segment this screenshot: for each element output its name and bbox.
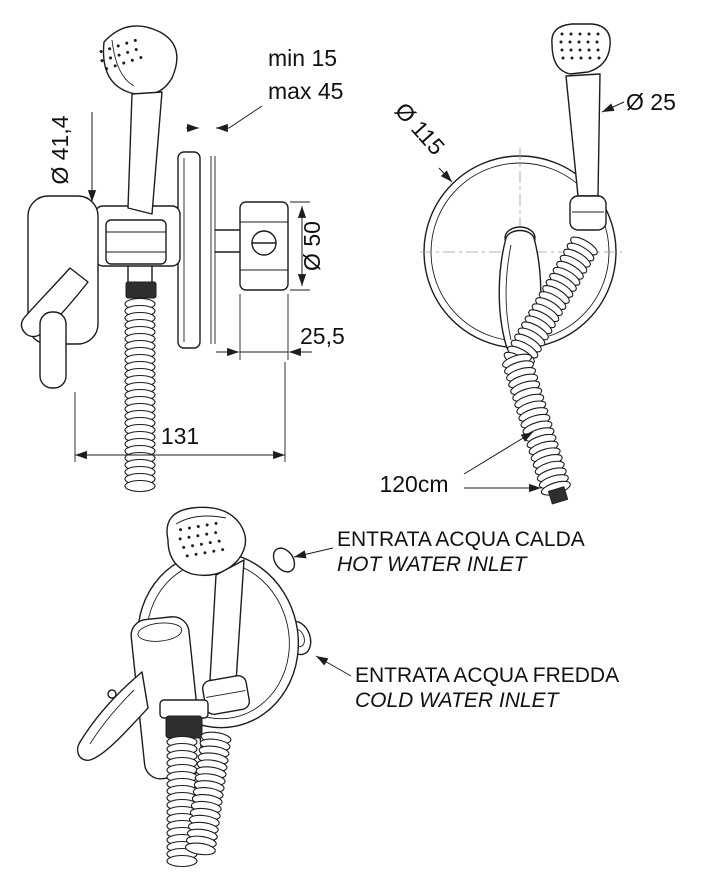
cold-water-label-en: COLD WATER INLET bbox=[355, 689, 561, 712]
dim-offset: 25,5 bbox=[216, 294, 345, 360]
cold-water-label: ENTRATA ACQUA FREDDA COLD WATER INLET bbox=[315, 655, 619, 712]
dim-body-diameter-text: Ø 41,4 bbox=[47, 115, 73, 184]
hex-nut bbox=[105, 219, 167, 265]
dim-hose-length: 120cm bbox=[379, 431, 541, 497]
perspective-view: ENTRATA ACQUA CALDA HOT WATER INLET ENTR… bbox=[76, 506, 619, 868]
dim-plate-diameter: Ø 115 bbox=[390, 97, 453, 183]
mixer-lever bbox=[76, 671, 149, 761]
hose-end-ferrule bbox=[547, 486, 569, 505]
hose-coil-lower bbox=[501, 351, 574, 505]
hand-shower-side bbox=[99, 25, 178, 215]
dim-wall-max-text: max 45 bbox=[268, 78, 343, 104]
dim-offset-text: 25,5 bbox=[300, 323, 345, 349]
hand-shower-front bbox=[551, 23, 611, 231]
dim-hose-length-text: 120cm bbox=[379, 471, 448, 497]
mixer-body-side bbox=[94, 205, 181, 267]
hot-water-label-it: ENTRATA ACQUA CALDA bbox=[337, 528, 585, 551]
dim-holder-diameter-text: Ø 50 bbox=[299, 221, 325, 271]
hose-coil bbox=[124, 299, 156, 493]
hand-shower-head bbox=[102, 25, 178, 96]
hand-shower-head bbox=[166, 506, 247, 577]
spray-face-line bbox=[111, 39, 135, 87]
body-screw bbox=[107, 689, 117, 699]
hose-nut-dark bbox=[125, 281, 157, 299]
dim-width-text: 131 bbox=[161, 423, 199, 449]
lever-grip bbox=[39, 311, 67, 389]
dim-holder-diameter: Ø 50 bbox=[290, 201, 325, 291]
hot-water-inlet-fitting bbox=[272, 547, 296, 573]
dim-handshower-diameter: Ø 25 bbox=[601, 89, 676, 115]
dim-width: 131 bbox=[74, 362, 286, 462]
hose-hex-nut bbox=[159, 699, 209, 719]
hose-connection bbox=[159, 699, 209, 739]
holder-block bbox=[239, 201, 289, 291]
dim-wall-depth: min 15 max 45 bbox=[186, 45, 343, 133]
hose-side bbox=[124, 265, 157, 493]
lever-arm bbox=[20, 267, 89, 338]
dim-plate-diameter-text: Ø 115 bbox=[390, 97, 450, 160]
hot-water-label: ENTRATA ACQUA CALDA HOT WATER INLET bbox=[293, 528, 585, 576]
hand-shower-cone bbox=[127, 91, 163, 215]
front-view: Ø 115 Ø 25 120cm bbox=[379, 23, 676, 505]
lever-detail-line bbox=[89, 689, 135, 745]
cold-water-label-it: ENTRATA ACQUA FREDDA bbox=[355, 664, 619, 687]
mixer-lever-side bbox=[20, 195, 99, 389]
hose-nut-dark bbox=[165, 715, 203, 739]
escutcheon-edge bbox=[177, 151, 201, 349]
shower-holder bbox=[569, 195, 607, 231]
dim-wall-min-text: min 15 bbox=[268, 45, 337, 71]
hose-front bbox=[501, 234, 600, 505]
side-view: Ø 41,4 min 15 max 45 Ø 50 25,5 1 bbox=[20, 25, 345, 493]
dim-handshower-diameter-text: Ø 25 bbox=[626, 89, 676, 115]
dim-body-diameter: Ø 41,4 bbox=[47, 112, 97, 202]
hand-shower-perspective bbox=[166, 506, 251, 715]
shower-holder bbox=[201, 675, 251, 715]
hot-water-label-en: HOT WATER INLET bbox=[337, 553, 529, 576]
